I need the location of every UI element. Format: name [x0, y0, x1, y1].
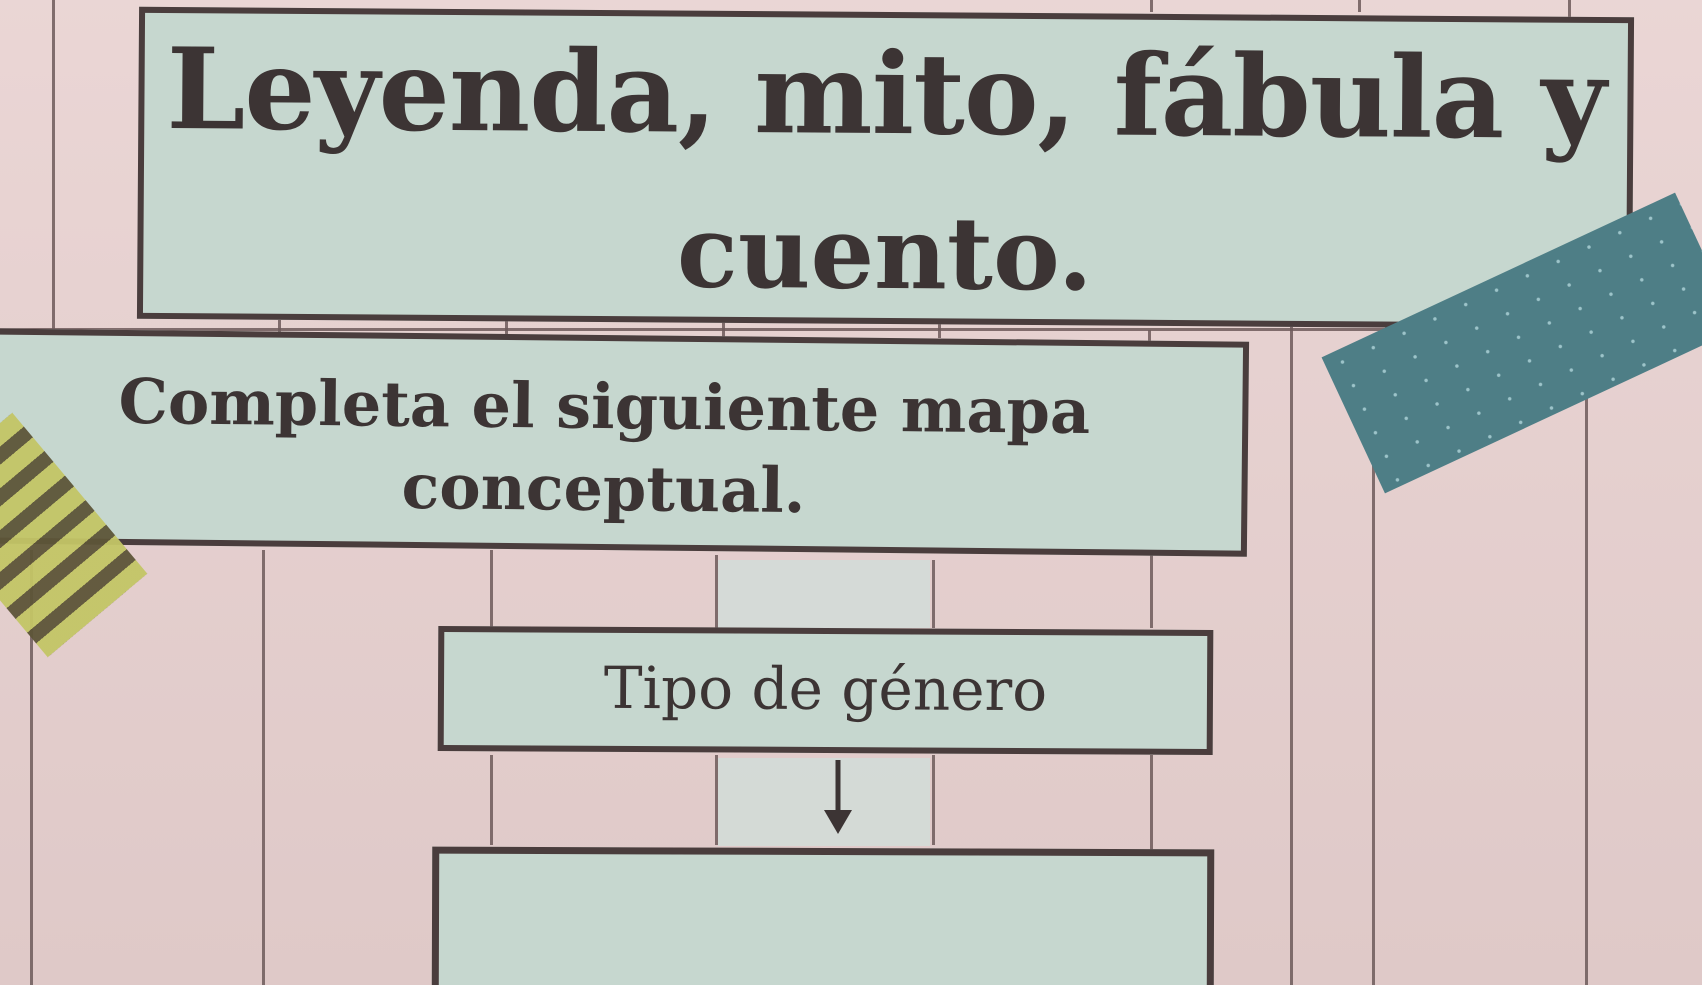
instruction-card: Completa el siguiente mapa conceptual. — [0, 328, 1250, 557]
plank-line — [30, 550, 33, 985]
mint-patch — [718, 560, 930, 628]
concept-root-label: Tipo de género — [603, 653, 1048, 725]
plank-line — [1358, 0, 1361, 12]
plank-line — [262, 550, 265, 985]
arrow-down-icon — [824, 760, 852, 834]
plank-line — [1372, 440, 1375, 985]
plank-line — [52, 0, 55, 330]
instruction-line-2: conceptual. — [401, 449, 806, 528]
mint-patch — [718, 758, 930, 846]
plank-line — [715, 755, 718, 845]
plank-line — [1150, 0, 1153, 12]
plank-line — [932, 560, 935, 628]
plank-line — [1290, 325, 1293, 985]
concept-root-box: Tipo de género — [437, 625, 1214, 756]
plank-line — [715, 555, 718, 628]
plank-line — [490, 550, 493, 630]
plank-line — [932, 755, 935, 845]
plank-line — [490, 755, 493, 845]
title-line-2: cuento. — [676, 192, 1094, 314]
plank-line — [1150, 555, 1153, 628]
title-card: Leyenda, mito, fábula y cuento. — [136, 6, 1635, 330]
concept-child-box[interactable] — [431, 846, 1215, 985]
instruction-line-1: Completa el siguiente mapa — [118, 364, 1091, 449]
plank-line — [0, 328, 1702, 331]
title-line-1: Leyenda, mito, fábula y — [166, 23, 1606, 166]
plank-line — [1585, 385, 1588, 985]
